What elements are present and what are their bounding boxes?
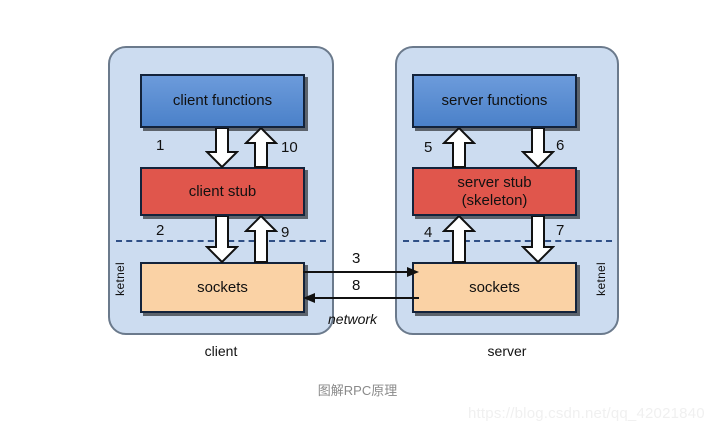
client-stub-box: client stub bbox=[140, 167, 305, 216]
arrow-down-server-functions-to-stub bbox=[521, 128, 555, 168]
arrow-up-server-sockets-to-stub bbox=[442, 216, 476, 263]
server-stub-label-group: server stub (skeleton) bbox=[457, 174, 531, 209]
server-kernel-label: ketnel bbox=[594, 262, 608, 296]
arrow-right-network-request bbox=[303, 266, 419, 278]
server-functions-label: server functions bbox=[441, 92, 548, 110]
client-sockets-label: sockets bbox=[197, 278, 248, 296]
step-label-7: 7 bbox=[556, 222, 565, 239]
arrow-down-client-functions-to-stub bbox=[205, 128, 239, 168]
step-label-1: 1 bbox=[156, 137, 165, 154]
step-label-9: 9 bbox=[281, 224, 290, 241]
client-caption: client bbox=[204, 343, 238, 359]
step-label-6: 6 bbox=[556, 137, 565, 154]
server-kernel-boundary-line bbox=[403, 240, 612, 242]
step-label-4: 4 bbox=[424, 224, 433, 241]
client-kernel-label: ketnel bbox=[113, 262, 127, 296]
server-caption: server bbox=[487, 343, 527, 359]
step-label-3: 3 bbox=[352, 250, 361, 267]
arrow-left-network-response bbox=[303, 292, 419, 304]
step-label-10: 10 bbox=[281, 139, 298, 156]
arrow-up-server-stub-to-functions bbox=[442, 128, 476, 168]
network-label: network bbox=[328, 311, 378, 327]
server-stub-label-line2: (skeleton) bbox=[461, 191, 528, 209]
server-stub-label-line1: server stub bbox=[457, 174, 532, 192]
arrow-down-server-stub-to-sockets bbox=[521, 216, 555, 263]
step-label-5: 5 bbox=[424, 139, 433, 156]
client-functions-box: client functions bbox=[140, 74, 305, 128]
step-label-2: 2 bbox=[156, 222, 165, 239]
server-functions-box: server functions bbox=[412, 74, 577, 128]
client-stub-label: client stub bbox=[188, 182, 257, 200]
server-stub-box: server stub (skeleton) bbox=[412, 167, 577, 216]
step-label-8: 8 bbox=[352, 277, 361, 294]
server-sockets-label: sockets bbox=[469, 278, 520, 296]
arrow-down-client-stub-to-sockets bbox=[205, 216, 239, 263]
watermark-url: https://blog.csdn.net/qq_42021840 bbox=[468, 405, 705, 422]
arrow-up-client-stub-to-functions bbox=[244, 128, 278, 168]
figure-caption: 图解RPC原理 bbox=[317, 383, 398, 398]
server-sockets-box: sockets bbox=[412, 262, 577, 313]
client-functions-label: client functions bbox=[172, 92, 273, 110]
arrow-up-client-sockets-to-stub bbox=[244, 216, 278, 263]
client-sockets-box: sockets bbox=[140, 262, 305, 313]
